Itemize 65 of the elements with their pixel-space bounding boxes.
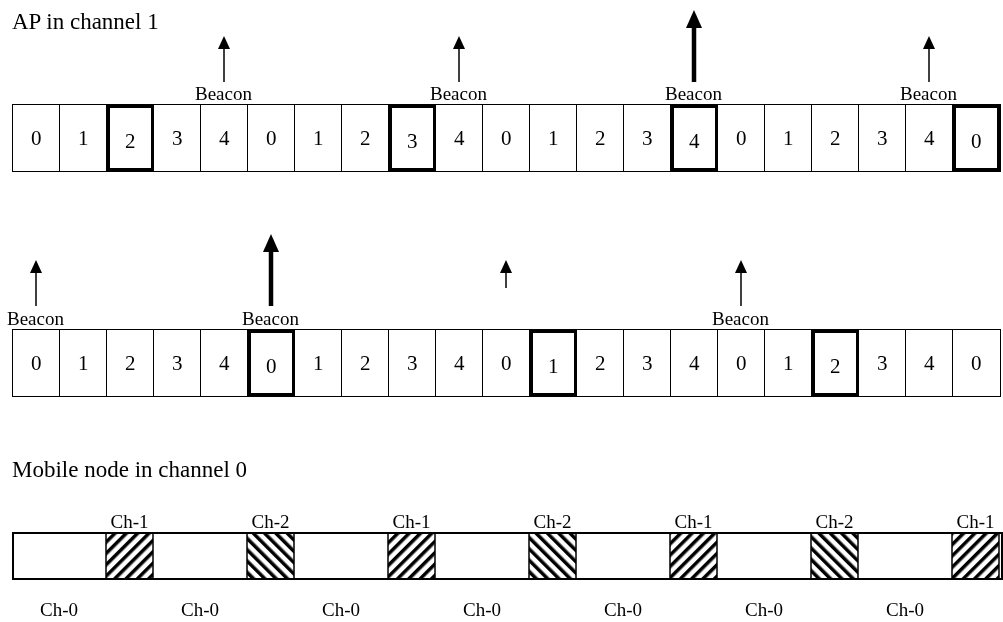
- time-slot: 4: [670, 329, 719, 397]
- time-slot: 1: [59, 104, 108, 172]
- time-slot: 1: [294, 329, 343, 397]
- time-slot: 2: [341, 329, 390, 397]
- channel-label: Ch-0: [463, 600, 501, 619]
- highlighted-slot: 3: [388, 104, 437, 172]
- beacon-label: Beacon: [430, 84, 487, 103]
- row-title: AP in channel 1: [12, 10, 159, 33]
- channel-label: Ch-1: [110, 512, 149, 531]
- highlighted-slot: 2: [106, 104, 155, 172]
- channel-label: Ch-0: [40, 600, 78, 619]
- channel-label: Ch-2: [533, 512, 572, 531]
- time-slot: 3: [153, 104, 202, 172]
- time-slot: 3: [623, 104, 672, 172]
- time-slot: 0: [482, 104, 531, 172]
- time-slot: 1: [529, 104, 578, 172]
- time-slot: 4: [200, 329, 249, 397]
- time-slot: 4: [200, 104, 249, 172]
- time-slot: 2: [341, 104, 390, 172]
- time-slot: 0: [717, 329, 766, 397]
- highlighted-slot: 0: [247, 329, 296, 397]
- beacon-label: Beacon: [195, 84, 252, 103]
- time-slot: 0: [952, 329, 1001, 397]
- time-slot: 0: [482, 329, 531, 397]
- channel-label: Ch-0: [181, 600, 219, 619]
- time-slot: 0: [12, 329, 61, 397]
- time-slot: 3: [388, 329, 437, 397]
- time-slot: 2: [106, 329, 155, 397]
- time-slot: 4: [905, 104, 954, 172]
- channel-label: Ch-0: [886, 600, 924, 619]
- channel-label: Ch-0: [604, 600, 642, 619]
- time-slot: 2: [811, 104, 860, 172]
- time-slot: 1: [294, 104, 343, 172]
- time-slot: 4: [905, 329, 954, 397]
- highlighted-slot: 4: [670, 104, 719, 172]
- time-slot: 0: [12, 104, 61, 172]
- time-slot: 1: [764, 104, 813, 172]
- highlighted-slot: 0: [952, 104, 1001, 172]
- channel-label: Ch-1: [674, 512, 713, 531]
- highlighted-slot: 2: [811, 329, 860, 397]
- time-slot: 3: [153, 329, 202, 397]
- time-slot: 0: [247, 104, 296, 172]
- channel-label: Ch-2: [251, 512, 290, 531]
- beacon-label: Beacon: [7, 309, 64, 328]
- time-slot: 4: [435, 104, 484, 172]
- beacon-label: Beacon: [242, 309, 299, 328]
- time-slot: 2: [576, 329, 625, 397]
- channel-label: Ch-0: [322, 600, 360, 619]
- channel-label: Ch-2: [815, 512, 854, 531]
- time-slot: 1: [59, 329, 108, 397]
- time-slot: 0: [717, 104, 766, 172]
- time-slot: 4: [435, 329, 484, 397]
- time-slot: 3: [623, 329, 672, 397]
- channel-label: Ch-1: [392, 512, 431, 531]
- highlighted-slot: 1: [529, 329, 578, 397]
- channel-label: Ch-0: [745, 600, 783, 619]
- time-slot: 1: [764, 329, 813, 397]
- time-slot: 3: [858, 329, 907, 397]
- channel-label: Ch-1: [956, 512, 995, 531]
- row-title: Mobile node in channel 0: [12, 458, 248, 481]
- time-slot: 3: [858, 104, 907, 172]
- time-slot: 2: [576, 104, 625, 172]
- beacon-label: Beacon: [712, 309, 769, 328]
- beacon-label: Beacon: [900, 84, 957, 103]
- beacon-label: Beacon: [665, 84, 722, 103]
